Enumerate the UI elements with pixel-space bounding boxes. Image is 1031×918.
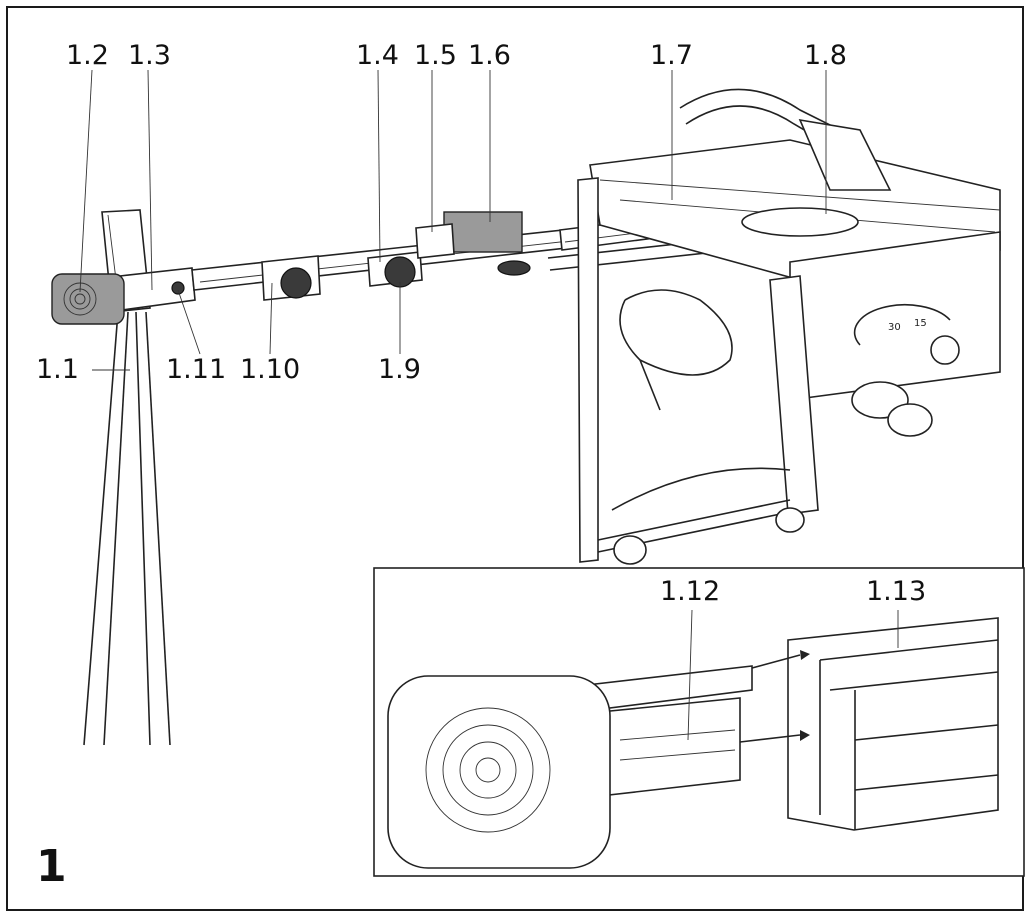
label-1-12: 1.12 xyxy=(660,576,721,607)
figure-number: 1 xyxy=(36,841,67,892)
label-1-11: 1.11 xyxy=(166,354,227,385)
saw-table: 30 15 xyxy=(577,88,1001,565)
label-1-1: 1.1 xyxy=(36,354,79,385)
label-1-7: 1.7 xyxy=(650,40,693,71)
label-1-8: 1.8 xyxy=(804,40,847,71)
figure-frame xyxy=(6,6,1024,911)
label-1-5: 1.5 xyxy=(414,40,457,71)
label-1-2: 1.2 xyxy=(66,40,109,71)
scale-mark-30: 30 xyxy=(888,322,901,333)
label-1-10: 1.10 xyxy=(240,354,301,385)
label-1-4: 1.4 xyxy=(356,40,399,71)
inset-detail xyxy=(373,567,1025,877)
label-1-3: 1.3 xyxy=(128,40,171,71)
end-cap xyxy=(51,273,125,325)
label-1-6: 1.6 xyxy=(468,40,511,71)
leader-lines xyxy=(79,69,899,741)
scale-mark-15: 15 xyxy=(914,318,927,329)
label-1-13: 1.13 xyxy=(866,576,927,607)
label-1-9: 1.9 xyxy=(378,354,421,385)
